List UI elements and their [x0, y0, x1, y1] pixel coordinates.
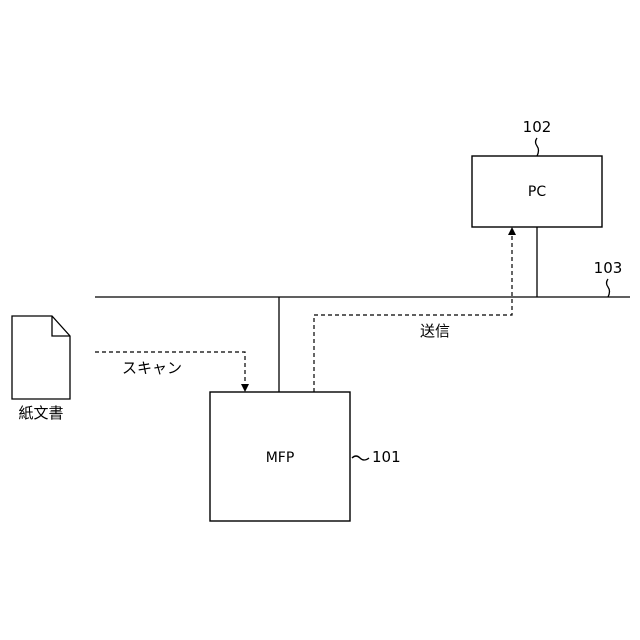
pc-label: PC	[528, 184, 546, 200]
paper-document-label: 紙文書	[18, 404, 63, 422]
mfp-ref-number: 101	[372, 448, 401, 466]
send-flow-arrow	[314, 228, 512, 392]
pc-ref-number: 102	[523, 118, 552, 136]
network-ref-number: 103	[594, 259, 623, 277]
mfp-ref-leader	[352, 456, 369, 460]
mfp-label: MFP	[266, 450, 295, 466]
network-ref-leader	[607, 279, 610, 297]
pc-ref-leader	[536, 138, 539, 156]
scan-flow-label: スキャン	[122, 359, 182, 377]
paper-document-icon	[12, 316, 70, 399]
send-flow-label: 送信	[420, 322, 450, 340]
